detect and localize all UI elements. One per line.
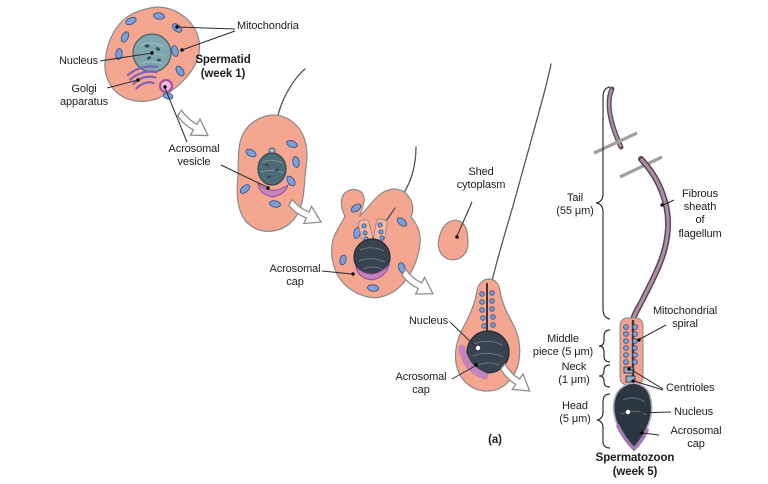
flagellum xyxy=(491,63,552,282)
middle-piece-measurement-label: Middle piece (5 μm) xyxy=(532,333,594,359)
panel-label: (a) xyxy=(488,434,502,446)
head-measurement-label: Head (5 μm) xyxy=(559,400,591,426)
acrosomal-cap xyxy=(355,263,390,281)
spermatid-stage3-cell xyxy=(331,146,421,299)
mitochondria-group xyxy=(115,12,185,100)
mitochondria-group xyxy=(339,203,408,292)
shed-cytoplasm-label: Shed cytoplasm xyxy=(456,166,506,192)
spermatid-stage2-cell xyxy=(236,68,308,232)
mitochondria-group xyxy=(239,140,300,208)
acrosomal-cap xyxy=(616,424,649,452)
transition-arrow-icon xyxy=(172,106,214,145)
spermatozoon-stage-title: Spermatozoon (week 5) xyxy=(595,452,675,478)
middle-piece xyxy=(619,317,644,386)
acrosomal-cap-label-spermatozoon: Acrosomal cap xyxy=(670,425,722,451)
head-brace xyxy=(596,393,611,449)
mitochondrial-spiral-label: Mitochondrial spiral xyxy=(652,305,718,331)
nucleus-label-spermatid: Nucleus xyxy=(58,55,98,67)
neck-measurement-label: Neck (1 μm) xyxy=(558,361,590,387)
tail-break-icon xyxy=(619,155,663,179)
fibrous-sheath-label: Fibrous sheath of flagellum xyxy=(678,188,722,240)
centrioles-label: Centrioles xyxy=(666,382,715,394)
leader-lines xyxy=(99,25,675,436)
acrosomal-vesicle-label: Acrosomal vesicle xyxy=(168,143,220,169)
flagellum-tail xyxy=(630,156,672,324)
measurement-braces xyxy=(595,86,611,449)
nucleus xyxy=(353,238,391,276)
spermatid-stage-title: Spermatid (week 1) xyxy=(195,54,251,80)
neck-brace xyxy=(598,364,611,388)
mitochondrial-spiral xyxy=(623,324,638,365)
leader-endpoint xyxy=(625,409,631,415)
acrosomal-cap xyxy=(458,344,489,380)
nucleus-label-late: Nucleus xyxy=(408,315,448,327)
middle-piece-brace xyxy=(598,329,611,363)
transition-arrow-icon xyxy=(396,265,439,303)
acrosomal-vesicle-crescent xyxy=(257,182,289,198)
sperm-head xyxy=(612,382,653,452)
nucleus-label-spermatozoon: Nucleus xyxy=(674,406,714,418)
acrosomal-cap-label-mid: Acrosomal cap xyxy=(269,263,321,289)
tail-break-icon xyxy=(593,131,638,155)
tail-brace xyxy=(595,86,611,320)
mitochondria-label: Mitochondria xyxy=(237,20,299,32)
nucleus xyxy=(466,330,510,374)
mitochondrial-column xyxy=(479,290,496,329)
acrosomal-cap-label-late: Acrosomal cap xyxy=(395,371,447,397)
tail-measurement-label: Tail (55 μm) xyxy=(556,192,594,218)
golgi-apparatus-label: Golgi apparatus xyxy=(59,83,109,109)
late-spermatid-cell xyxy=(454,63,552,392)
nucleus xyxy=(257,152,287,186)
shed-cytoplasm-blob xyxy=(437,219,469,261)
leader-endpoint xyxy=(475,345,481,351)
golgi-apparatus xyxy=(126,65,158,90)
tail-tip-segment xyxy=(606,86,624,150)
